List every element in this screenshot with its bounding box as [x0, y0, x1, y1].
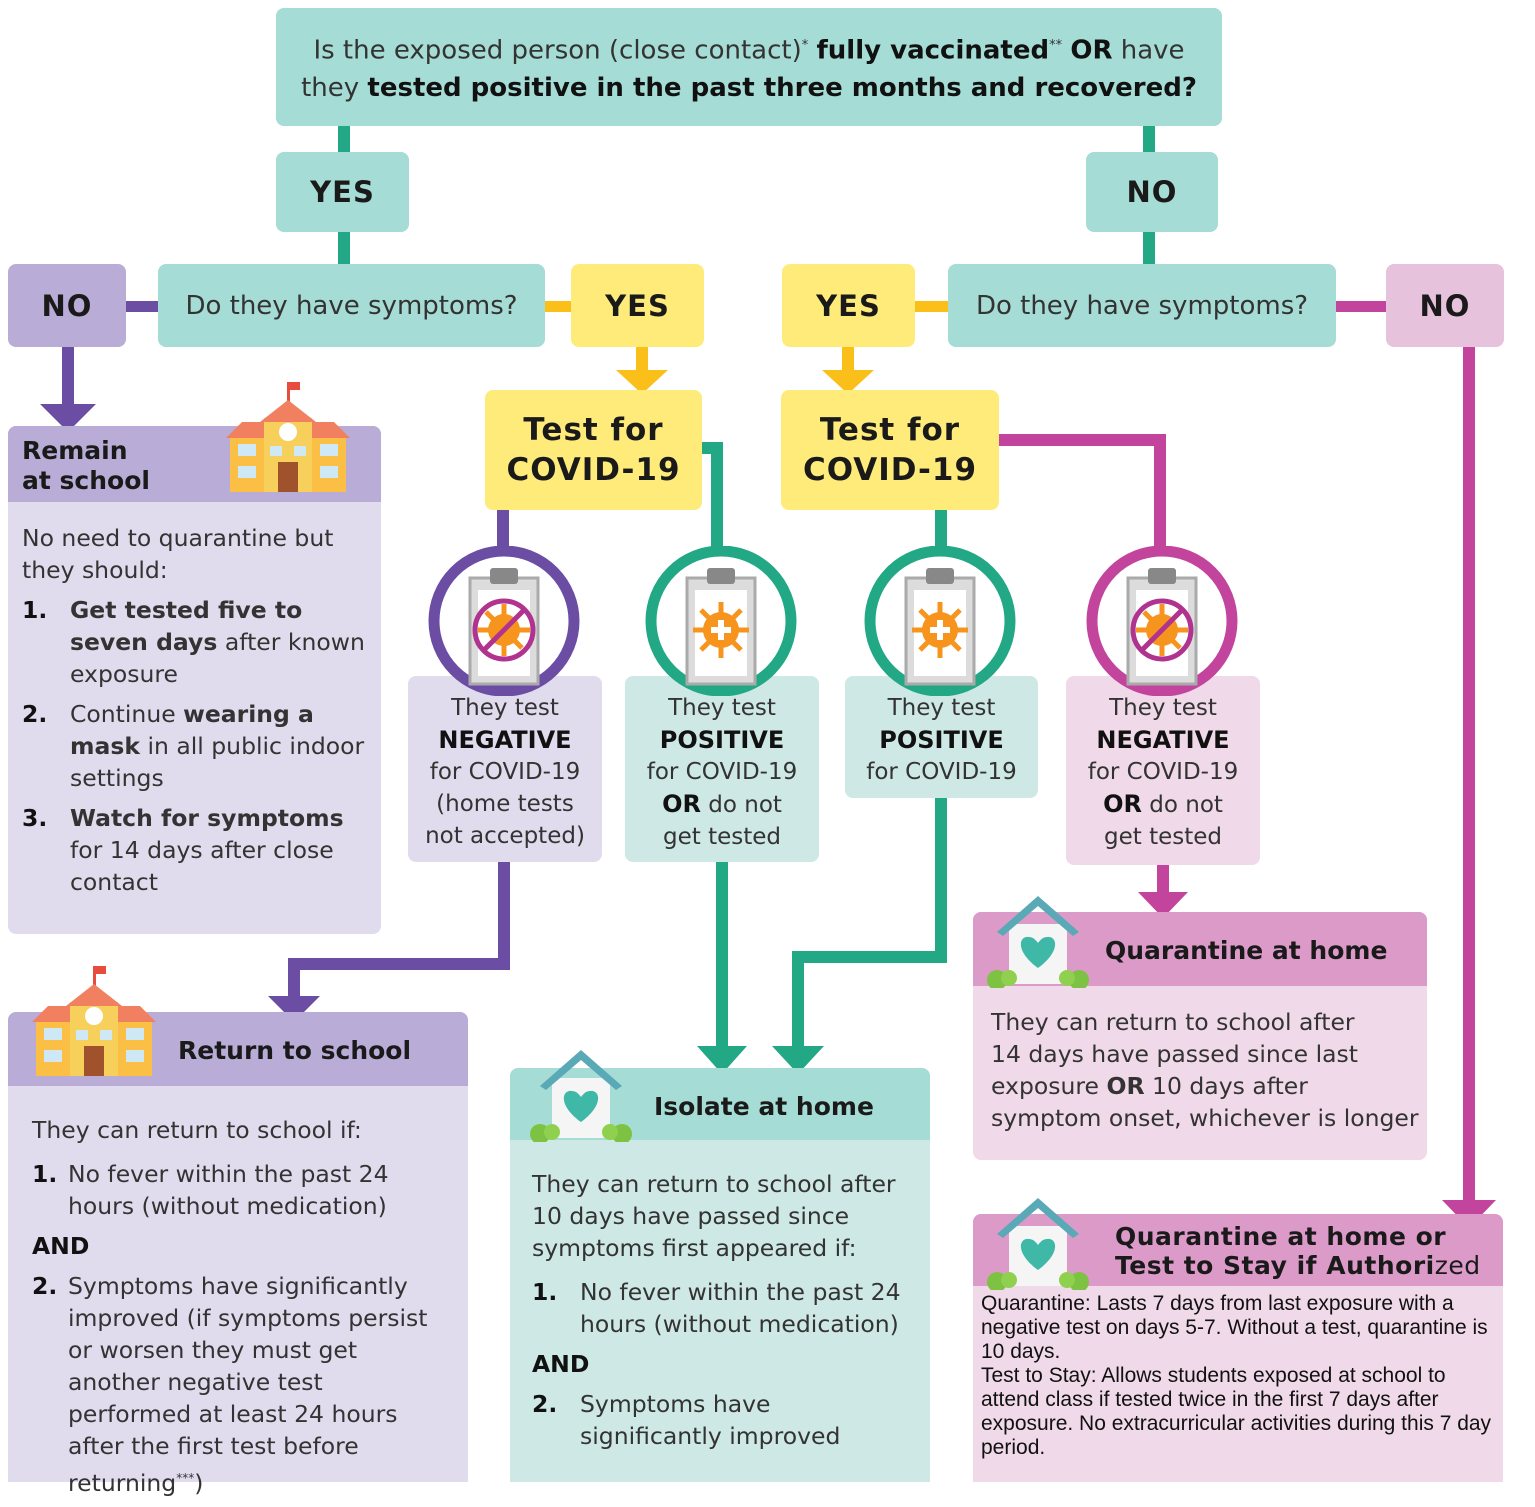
- return-step: 1.No fever within the past 24 hours (wit…: [32, 1160, 389, 1220]
- isolate-steps-list-2: 2.Symptoms have significantly improved: [532, 1388, 912, 1452]
- top-question-line1: Is the exposed person (close contact)* f…: [313, 35, 1185, 66]
- left-test-box: Test for COVID-19: [485, 390, 702, 510]
- right-test-box: Test for COVID-19: [781, 390, 999, 510]
- return-step: 2.Symptoms have significantly improved (…: [32, 1272, 428, 1497]
- remain-steps-list: 1.Get tested five to seven days after kn…: [22, 594, 367, 898]
- negative-virus-clipboard-icon: [426, 545, 582, 700]
- return-and-label: AND: [32, 1232, 90, 1260]
- remain-step: 3.Watch for symptoms for 14 days after c…: [22, 804, 344, 896]
- test-to-stay-text: Test to Stay: Allows students exposed at…: [981, 1364, 1492, 1459]
- remain-body: No need to quarantine but they should: 1…: [22, 522, 367, 906]
- quarantine-title: Quarantine at home: [1105, 936, 1388, 965]
- return-steps-list-2: 2.Symptoms have significantly improved (…: [32, 1270, 452, 1499]
- left-yes-label: YES: [571, 264, 704, 347]
- negative-virus-clipboard-icon: [1084, 545, 1240, 700]
- isolate-card-header: Isolate at home: [510, 1050, 930, 1144]
- positive-virus-clipboard-icon: [862, 545, 1018, 700]
- return-title: Return to school: [178, 1036, 412, 1065]
- main-yes-label: YES: [276, 152, 409, 232]
- top-question-line2: they tested positive in the past three m…: [301, 73, 1197, 104]
- left-no-label: NO: [8, 264, 126, 347]
- right-symptoms-question: Do they have symptoms?: [948, 264, 1336, 347]
- isolate-at-home-card: Isolate at home They can return to schoo…: [510, 1050, 930, 1482]
- left-symptoms-question: Do they have symptoms?: [158, 264, 545, 347]
- isolate-and-label: AND: [532, 1350, 590, 1378]
- remain-title: Remain at school: [22, 436, 150, 495]
- return-body: They can return to school if: 1.No fever…: [32, 1114, 452, 1507]
- return-card-header: Return to school: [8, 966, 468, 1086]
- top-question-box: Is the exposed person (close contact)* f…: [276, 8, 1222, 126]
- quarantine-body: They can return to school after 14 days …: [991, 1008, 1419, 1132]
- isolate-step: 2.Symptoms have significantly improved: [532, 1390, 841, 1450]
- result-negative-left: They test NEGATIVE for COVID-19 (home te…: [408, 676, 602, 862]
- return-steps-list: 1.No fever within the past 24 hours (wit…: [32, 1158, 452, 1222]
- right-no-label: NO: [1386, 264, 1504, 347]
- house-heart-icon: [983, 888, 1093, 992]
- isolate-title: Isolate at home: [654, 1092, 874, 1121]
- school-building-icon: [32, 966, 156, 1082]
- remain-step: 1.Get tested five to seven days after kn…: [22, 596, 365, 688]
- quarantine-at-home-card: Quarantine at home They can return to sc…: [973, 896, 1427, 1160]
- tts-body: Quarantine: Lasts 7 days from last expos…: [981, 1292, 1496, 1460]
- tts-title: Quarantine at home or Test to Stay if Au…: [1115, 1222, 1481, 1280]
- house-heart-icon: [983, 1190, 1093, 1294]
- result-negative-right: They test NEGATIVE for COVID-19 OR do no…: [1066, 676, 1260, 865]
- positive-virus-clipboard-icon: [643, 545, 799, 700]
- isolate-body: They can return to school after 10 days …: [532, 1168, 912, 1460]
- house-heart-icon: [526, 1042, 636, 1146]
- result-positive-right: They test POSITIVE for COVID-19: [845, 676, 1038, 798]
- school-building-icon: [226, 382, 350, 498]
- return-to-school-card: Return to school They can return to scho…: [8, 966, 468, 1497]
- remain-step: 2.Continue wearing a mask in all public …: [22, 700, 365, 792]
- tts-card-header: Quarantine at home or Test to Stay if Au…: [973, 1198, 1503, 1292]
- isolate-step: 1.No fever within the past 24 hours (wit…: [532, 1278, 901, 1338]
- quarantine-text: Quarantine: Lasts 7 days from last expos…: [981, 1292, 1488, 1363]
- right-yes-label: YES: [782, 264, 915, 347]
- isolate-steps-list: 1.No fever within the past 24 hours (wit…: [532, 1276, 912, 1340]
- quarantine-card-header: Quarantine at home: [973, 896, 1427, 990]
- remain-at-school-card: Remain at school No need to quarantine b…: [8, 382, 381, 934]
- remain-card-header: Remain at school: [8, 382, 381, 502]
- quarantine-test-to-stay-card: Quarantine at home or Test to Stay if Au…: [973, 1198, 1503, 1482]
- main-no-label: NO: [1086, 152, 1218, 232]
- result-positive-left: They test POSITIVE for COVID-19 OR do no…: [625, 676, 819, 862]
